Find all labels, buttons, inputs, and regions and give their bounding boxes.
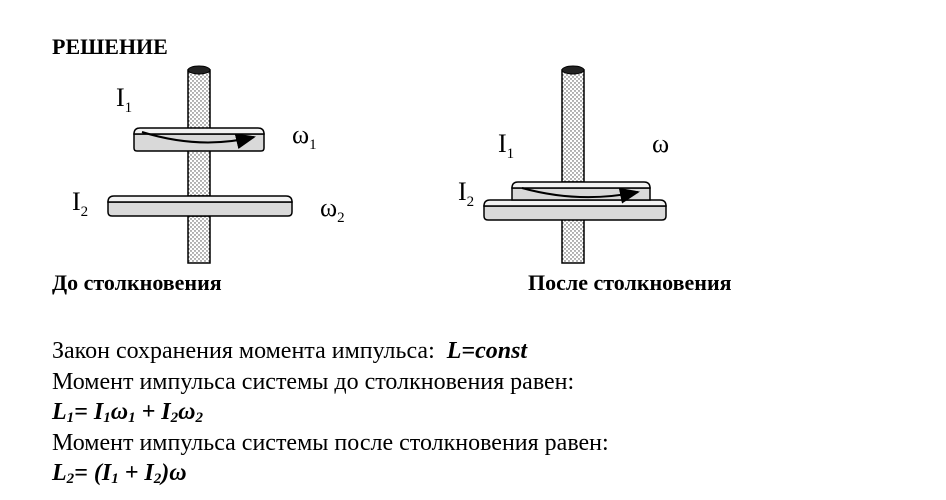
caption-before-collision: До столкновения bbox=[52, 270, 222, 295]
before-axle-mid bbox=[187, 147, 211, 197]
after-axle-upper bbox=[561, 69, 585, 183]
before-label-line: Момент импульса системы до столкновения … bbox=[52, 368, 575, 395]
after-diagram: I1 ω I2 bbox=[458, 65, 669, 264]
after-label-omega: ω bbox=[652, 129, 669, 158]
after-axle-lower bbox=[561, 218, 585, 264]
before-label-omega1: ω1 bbox=[292, 120, 317, 153]
before-axle-top bbox=[187, 65, 211, 75]
after-upper-disk bbox=[511, 181, 651, 204]
before-label-I2: I2 bbox=[72, 187, 88, 220]
after-axle-top bbox=[561, 65, 585, 75]
before-rotation-arrow bbox=[141, 131, 256, 149]
solution-heading: РЕШЕНИЕ bbox=[52, 34, 168, 59]
law-line: Закон сохранения момента импульса: L=con… bbox=[52, 336, 609, 367]
before-label-omega2: ω2 bbox=[320, 193, 345, 226]
law-label: Закон сохранения момента импульса: bbox=[52, 338, 435, 364]
after-lower-disk bbox=[483, 199, 667, 221]
formula-L2: L2= (I1 + I2)ω bbox=[52, 460, 187, 487]
before-label-I1: I1 bbox=[116, 83, 132, 116]
before-axle-lower bbox=[187, 215, 211, 264]
after-rotation-arrow bbox=[521, 187, 640, 204]
before-diagram: I1 ω1 I2 ω2 bbox=[72, 65, 345, 264]
collision-figure: I1 ω1 I2 ω2 I1 ω I2 bbox=[72, 65, 669, 264]
before-lower-disk bbox=[107, 195, 293, 217]
caption-after-collision: После столкновения bbox=[528, 270, 732, 295]
before-upper-disk bbox=[133, 127, 265, 152]
solution-text: Закон сохранения момента импульса: L=con… bbox=[52, 336, 609, 489]
before-axle-upper bbox=[187, 69, 211, 136]
after-label-I1: I1 bbox=[498, 129, 514, 162]
law-formula: L=const bbox=[446, 338, 528, 364]
formula-L1: L1= I1ω1 + I2ω2 bbox=[52, 399, 203, 426]
after-label-I2: I2 bbox=[458, 177, 474, 210]
after-label-line: Момент импульса системы после столкновен… bbox=[52, 429, 609, 456]
